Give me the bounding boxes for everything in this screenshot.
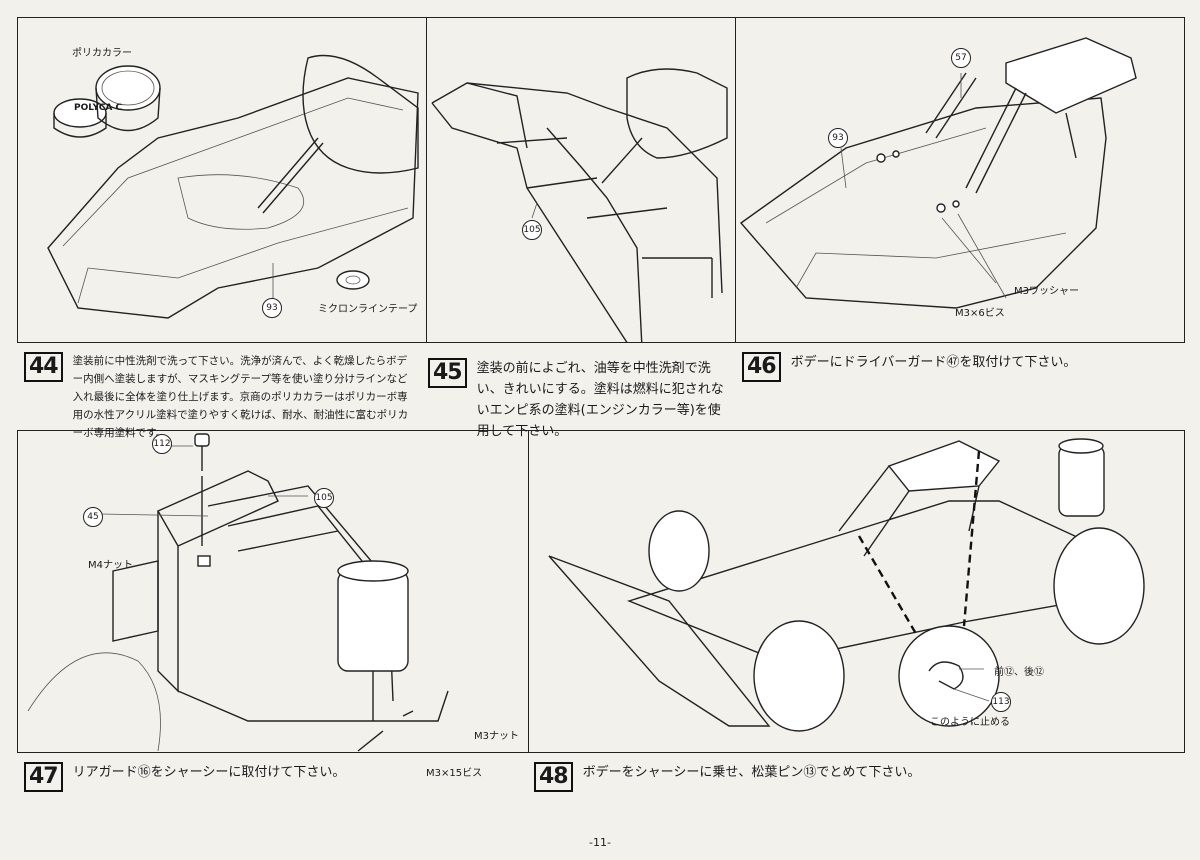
- detail-magnifier: [898, 625, 1000, 727]
- m4-nut-label: M4ナット: [88, 560, 133, 571]
- driver-guard-57: [925, 37, 1137, 194]
- screw-icon: [194, 433, 414, 752]
- clip-pin-icon: [928, 661, 990, 702]
- page-number: -11-: [589, 836, 611, 849]
- part-callout-105: 105: [522, 220, 542, 240]
- panel-46-frame: [735, 17, 1185, 343]
- rear-guard-frame-105: [431, 82, 723, 342]
- part-callout-93: 93: [262, 298, 282, 318]
- part-callout-93: 93: [828, 128, 848, 148]
- wheel-icon: [648, 510, 1145, 732]
- washer-label: M3ワッシャー: [1014, 286, 1079, 297]
- body-shell-93: [739, 97, 1107, 309]
- part-callout-57: 57: [951, 48, 971, 68]
- hand-with-brush-icon: [257, 54, 419, 214]
- step-instruction: 塗装前に中性洗剤で洗って下さい。洗浄が済んで、よく乾燥したらボデー内側へ塗装しま…: [72, 355, 409, 439]
- step-48: 48 ボデーをシャーシーに乗せ、松葉ピン⑬でとめて下さい。: [534, 762, 1174, 792]
- front-rear-pin-label: 前⑫、後⑫: [994, 667, 1044, 678]
- step-45: 45 塗装の前によごれ、油等を中性洗剤で洗い、きれいにする。塗料は燃料に犯されな…: [428, 358, 733, 442]
- step-number: 47: [24, 762, 63, 792]
- paint-label: ポリカカラー: [72, 48, 132, 59]
- part-callout-113: 113: [991, 692, 1011, 712]
- panel-47-illustration: [27, 433, 449, 752]
- tape-roll-icon: [336, 270, 370, 290]
- tape-label: ミクロンラインテープ: [318, 304, 418, 315]
- step-47: 47 リアガード⑯をシャーシーに取付けて下さい。: [24, 762, 404, 792]
- panel-48-illustration: [548, 438, 1145, 732]
- panel-48-frame: [528, 430, 1185, 753]
- hand-with-brush-icon: [601, 68, 728, 184]
- step-44: 44 塗装前に中性洗剤で洗って下さい。洗浄が済んで、よく乾燥したらボデー内側へ塗…: [24, 352, 419, 442]
- paint-can-text: POLYCA C: [74, 103, 123, 113]
- step-number: 48: [534, 762, 573, 792]
- screw-label: M3×6ビス: [955, 308, 1005, 319]
- step-number: 45: [428, 358, 467, 388]
- step-46: 46 ボデーにドライバーガード㊼を取付けて下さい。: [742, 352, 1172, 382]
- part-callout-45: 45: [83, 507, 103, 527]
- step-instruction: ボデーをシャーシーに乗せ、松葉ピン⑬でとめて下さい。: [582, 765, 921, 780]
- body-shell-93: [47, 77, 419, 319]
- part-callout-105: 105: [314, 488, 334, 508]
- panel-44-illustration: [47, 54, 419, 319]
- step-number: 44: [24, 352, 63, 382]
- step-instruction: ボデーにドライバーガード㊼を取付けて下さい。: [790, 355, 1077, 370]
- panel-46-illustration: [739, 37, 1137, 309]
- part-callout-112: 112: [152, 434, 172, 454]
- engine-icon: [1058, 438, 1105, 517]
- chassis-frame-45: [112, 470, 449, 722]
- paint-can-icon: [53, 65, 161, 138]
- panel-45-illustration: [431, 68, 728, 342]
- step-instruction: 塗装の前によごれ、油等を中性洗剤で洗い、きれいにする。塗料は燃料に犯されないエン…: [476, 361, 724, 439]
- fastening-note: このように止める: [930, 717, 1010, 728]
- step-instruction: リアガード⑯をシャーシーに取付けて下さい。: [72, 765, 346, 780]
- step-number: 46: [742, 352, 781, 382]
- m3-nut-label: M3ナット: [474, 731, 519, 742]
- screw-label: M3×15ビス: [426, 768, 483, 779]
- engine-icon: [337, 560, 409, 672]
- screw-washer-icon: [876, 150, 960, 213]
